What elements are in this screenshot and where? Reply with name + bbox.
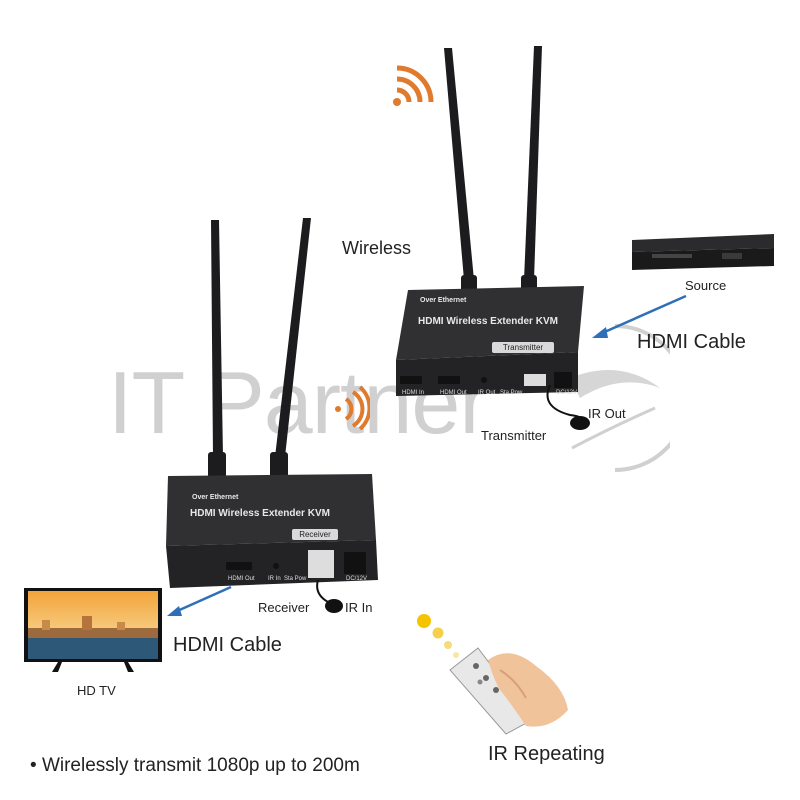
transmitter-device [396,286,584,396]
transmitter-label: Transmitter [481,428,547,443]
receiver-label: Receiver [258,600,310,615]
port-label: HDMI In [402,390,425,396]
source-device [632,234,774,270]
wifi-signal-icon [393,65,434,106]
receiver-line2: HDMI Wireless Extender KVM [190,508,330,519]
port-label: Sta Pow [500,390,523,396]
ir-in-label: IR In [345,600,373,615]
port-label: IR In [268,576,281,582]
wireless-label: Wireless [342,238,412,258]
ir-out-label: IR Out [588,406,626,421]
hdmi-cable-bottom-label: HDMI Cable [173,634,282,656]
wifi-signal-icon [335,385,370,430]
feature-bullet: • Wirelessly transmit 1080p up to 200m [30,755,360,776]
port-label: IR Out [478,390,496,396]
transmitter-line1: Over Ethernet [420,297,467,304]
receiver-device [166,474,378,588]
receiver-tag: Receiver [292,529,338,540]
port-label: DC/12V [346,576,368,582]
arrow-icon [592,294,687,338]
port-label: Sta Pow [284,576,307,582]
arrow-icon [167,585,232,616]
ir-out-cable [546,385,590,430]
hd-tv-label: HD TV [77,683,116,698]
ir-repeating-label: IR Repeating [488,743,605,765]
transmitter-antennas [444,46,542,305]
watermark-logo [570,324,670,472]
transmitter-line2: HDMI Wireless Extender KVM [418,316,558,327]
remote-control-icon [449,647,568,735]
receiver-antennas [208,218,311,482]
transmitter-tag: Transmitter [492,342,554,353]
port-label: HDMI Out [228,576,255,582]
ir-sensor-icon [316,580,343,613]
port-label: HDMI Out [440,390,467,396]
hd-tv-image [24,588,162,672]
receiver-line1: Over Ethernet [192,494,239,501]
hdmi-cable-top-label: HDMI Cable [637,331,746,353]
feature-text: Wirelessly transmit 1080p up to 200m [41,755,360,776]
ir-signal-dots [417,614,459,658]
source-label: Source [685,278,727,293]
port-label: DC/12V [556,390,578,396]
